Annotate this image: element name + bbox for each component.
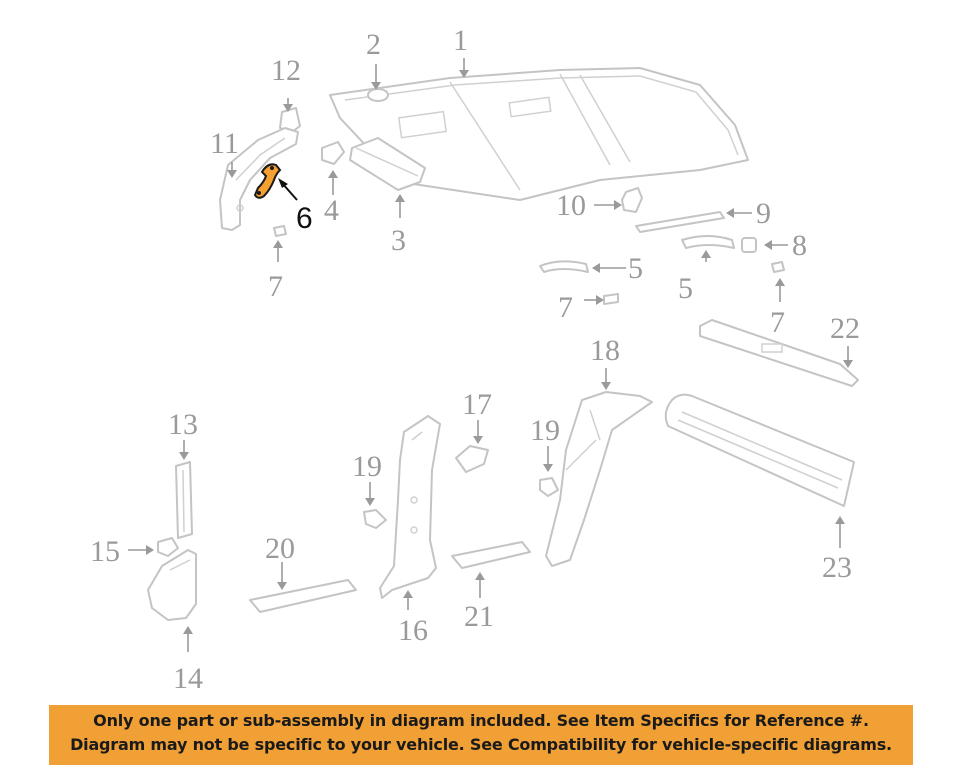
disclaimer-banner: Only one part or sub-assembly in diagram… [49, 705, 913, 765]
part-7-retainer-right [771, 261, 785, 273]
part-5-grab-handle-right [681, 235, 735, 249]
leader-arrows [128, 58, 853, 652]
callout-11: 11 [210, 127, 239, 160]
callout-12: 12 [271, 54, 301, 87]
callout-17: 17 [462, 388, 492, 421]
callout-8: 8 [792, 229, 807, 262]
part-4-clip [321, 141, 345, 165]
part-19-clip-left [363, 509, 387, 529]
part-8-clip [741, 237, 757, 253]
callout-5-left: 5 [628, 252, 643, 285]
part-9-trim-strip [635, 211, 725, 233]
part-15-clip [157, 537, 179, 557]
disclaimer-line-1: Only one part or sub-assembly in diagram… [93, 711, 869, 730]
part-13-trim-strip [175, 461, 193, 539]
callout-19-right: 19 [530, 414, 560, 447]
callout-23: 23 [822, 551, 852, 584]
callout-labels: 1 2 3 4 12 11 7 6 10 9 8 5 5 7 7 22 18 1… [90, 24, 860, 695]
callout-2: 2 [366, 28, 381, 61]
part-2-dome-lamp [367, 88, 389, 102]
part-20-sill-plate [249, 579, 357, 613]
callout-13: 13 [168, 408, 198, 441]
part-23-trim-panel [664, 393, 855, 507]
callout-15: 15 [90, 535, 120, 568]
callout-5-right: 5 [678, 272, 693, 305]
part-10-bracket [621, 187, 643, 213]
disclaimer-line-2: Diagram may not be specific to your vehi… [70, 735, 892, 754]
part-6-grab-handle-highlighted [253, 163, 282, 199]
callout-10: 10 [556, 189, 586, 222]
callout-6-highlighted: 6 [296, 202, 313, 235]
part-17-bracket [455, 445, 489, 473]
callout-18: 18 [590, 334, 620, 367]
part-14-cowl-trim [147, 549, 197, 621]
part-11-pillar-trim [219, 127, 299, 231]
parts-diagram: 1 2 3 4 12 11 7 6 10 9 8 5 5 7 7 22 18 1… [90, 24, 860, 695]
part-16-center-pillar [379, 415, 441, 599]
part-22-rear-header [699, 319, 859, 387]
callout-16: 16 [398, 614, 428, 647]
part-21-sill-plate [451, 541, 531, 569]
callout-7-middle: 7 [558, 291, 573, 324]
callout-4: 4 [324, 194, 339, 227]
callout-9: 9 [756, 197, 771, 230]
part-7-retainer-left [273, 225, 287, 237]
part-12-bracket [279, 107, 301, 133]
callout-3: 3 [391, 224, 406, 257]
part-5-grab-handle-left [539, 260, 589, 273]
part-19-clip-right [539, 477, 559, 497]
part-18-rear-pillar [545, 391, 653, 567]
callout-14: 14 [173, 662, 203, 695]
part-3-sunvisor [349, 137, 426, 191]
callout-22: 22 [830, 312, 860, 345]
callout-21: 21 [464, 600, 494, 633]
part-7-retainer-middle [603, 293, 619, 305]
callout-1: 1 [453, 24, 468, 57]
callout-7-right: 7 [770, 306, 785, 339]
callout-7-left: 7 [268, 270, 283, 303]
callout-19-left: 19 [352, 450, 382, 483]
callout-20: 20 [265, 532, 295, 565]
